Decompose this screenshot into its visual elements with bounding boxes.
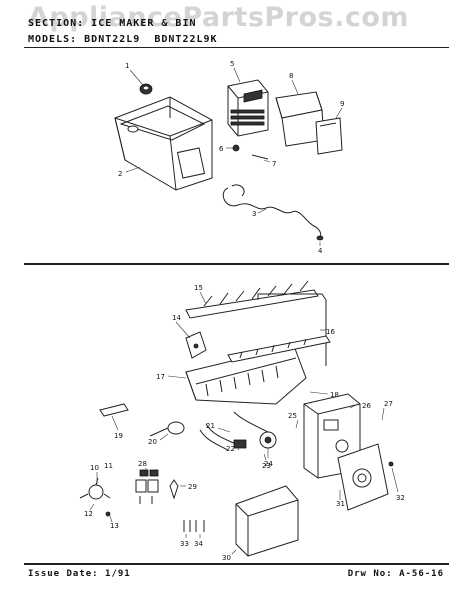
model-numbers: MODELS: BDNT22L9 BDNT22L9K xyxy=(28,34,218,45)
callout-29: 29 xyxy=(188,483,197,491)
issue-date: Issue Date: 1/91 xyxy=(28,569,131,579)
screws xyxy=(183,520,205,532)
screw-and-clip xyxy=(232,144,269,160)
wire-harness xyxy=(222,184,324,241)
callout-19: 19 xyxy=(114,432,123,440)
callout-32: 32 xyxy=(396,494,405,502)
lower-callouts: 10 11 12 13 14 15 16 17 18 19 20 21 22 2… xyxy=(84,284,405,562)
ice-mold-insert xyxy=(99,403,129,417)
ice-stripper xyxy=(185,280,319,319)
callout-22: 22 xyxy=(226,445,235,453)
callout-1: 1 xyxy=(125,62,129,70)
callout-8: 8 xyxy=(289,72,293,80)
callout-2: 2 xyxy=(118,170,122,178)
callout-33: 33 xyxy=(180,540,189,548)
header-divider xyxy=(24,47,449,48)
callout-10: 10 xyxy=(90,464,99,472)
callout-20: 20 xyxy=(148,438,157,446)
callout-17: 17 xyxy=(156,373,165,381)
callout-15: 15 xyxy=(194,284,203,292)
water-valve xyxy=(79,477,111,500)
water-fill-cup xyxy=(149,421,185,437)
fuse xyxy=(169,479,179,500)
callout-26: 26 xyxy=(362,402,371,410)
callout-16: 16 xyxy=(326,328,335,336)
ice-level-arm xyxy=(257,293,327,366)
mold-heater xyxy=(233,411,269,433)
callout-18: 18 xyxy=(330,391,339,399)
callout-30: 30 xyxy=(222,554,231,562)
auger-motor-housing xyxy=(227,79,269,137)
callout-31: 31 xyxy=(336,500,345,508)
upper-callouts: 1 2 3 4 5 6 7 8 9 xyxy=(118,60,344,255)
relay-switches xyxy=(135,469,159,504)
callout-34: 34 xyxy=(194,540,203,548)
callout-3: 3 xyxy=(252,210,256,218)
ice-bin xyxy=(114,96,213,191)
callout-27: 27 xyxy=(384,400,393,408)
drawing-number: Drw No: A-56-16 xyxy=(347,569,444,579)
thermostat-leads xyxy=(199,423,247,451)
valve-screw xyxy=(105,511,111,517)
shutoff-arm-bracket xyxy=(185,331,207,359)
callout-9: 9 xyxy=(340,100,344,108)
section-title: SECTION: ICE MAKER & BIN xyxy=(28,18,197,29)
watermark: AppliancePartsPros.com xyxy=(28,2,410,33)
thermostat xyxy=(259,431,277,449)
callout-25: 25 xyxy=(288,412,297,420)
callout-13: 13 xyxy=(110,522,119,530)
bin-knob xyxy=(139,83,153,95)
callout-5: 5 xyxy=(230,60,234,68)
callout-12: 12 xyxy=(84,510,93,518)
callout-6: 6 xyxy=(219,145,224,153)
ejector-blades xyxy=(227,335,331,363)
callout-28: 28 xyxy=(138,460,147,468)
callout-23: 23 xyxy=(262,462,271,470)
callout-24: 24 xyxy=(264,460,273,468)
callout-4: 4 xyxy=(318,247,323,255)
callout-7: 7 xyxy=(272,160,276,168)
section-divider xyxy=(24,263,449,265)
bin-liner xyxy=(235,485,299,557)
footer-divider xyxy=(24,563,449,565)
module-and-motor xyxy=(337,443,394,511)
callout-21: 21 xyxy=(206,422,215,430)
chute-door xyxy=(315,117,343,155)
callout-14: 14 xyxy=(172,314,181,322)
callout-11: 11 xyxy=(104,462,113,470)
